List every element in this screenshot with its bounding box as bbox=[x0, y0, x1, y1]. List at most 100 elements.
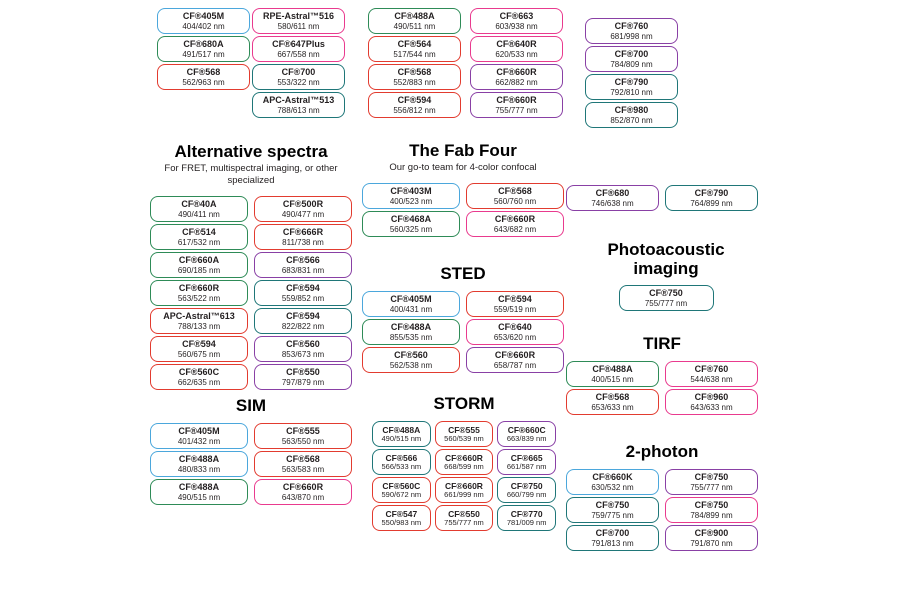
dye-name: CF®568 bbox=[498, 185, 532, 196]
dye-name: CF®568 bbox=[595, 391, 630, 402]
dye-excitation-emission: 791/870 nm bbox=[690, 538, 733, 548]
dye-name: CF®560 bbox=[286, 338, 320, 349]
dye-name: CF®560C bbox=[178, 366, 220, 377]
dye-name: CF®488A bbox=[592, 363, 633, 374]
dye-name: CF®660A bbox=[178, 254, 220, 265]
dye-name: CF®500R bbox=[282, 198, 324, 209]
dye-excitation-emission: 746/638 nm bbox=[591, 198, 634, 208]
dye-name: CF®647Plus bbox=[272, 38, 325, 49]
dye-excitation-emission: 643/870 nm bbox=[281, 492, 325, 502]
dye-excitation-emission: 662/882 nm bbox=[495, 77, 538, 87]
dye-name: CF®550 bbox=[286, 366, 320, 377]
dye-excitation-emission: 400/523 nm bbox=[389, 196, 433, 206]
dye-name: CF®566 bbox=[385, 452, 418, 463]
dye-name: CF®660C bbox=[507, 424, 546, 435]
dye-excitation-emission: 797/879 nm bbox=[281, 377, 325, 387]
dye-excitation-emission: 566/533 nm bbox=[381, 461, 422, 471]
dye-name: CF®594 bbox=[182, 338, 216, 349]
dye-excitation-emission: 811/738 nm bbox=[282, 237, 324, 247]
dye-excitation-emission: 784/899 nm bbox=[690, 510, 733, 520]
dye-excitation-emission: 559/852 nm bbox=[281, 293, 325, 303]
dye-name: CF®405M bbox=[182, 10, 225, 21]
dye-name: CF®660R bbox=[494, 349, 536, 360]
dye-excitation-emission: 490/477 nm bbox=[281, 209, 325, 219]
section-fab-four: The Fab Four Our go-to team for 4-color … bbox=[362, 141, 564, 237]
dye-name: CF®568 bbox=[397, 66, 432, 77]
dye-name: CF®568 bbox=[186, 66, 221, 77]
dye-excitation-emission: 755/777 nm bbox=[444, 517, 484, 527]
dye-name: CF®568 bbox=[286, 453, 320, 464]
dye-name: CF®566 bbox=[286, 254, 320, 265]
dye-name: CF®750 bbox=[510, 480, 543, 491]
dye-excitation-emission: 653/633 nm bbox=[591, 402, 634, 412]
dye-excitation-emission: 544/638 nm bbox=[690, 374, 733, 384]
dye-excitation-emission: 560/325 nm bbox=[389, 224, 433, 234]
dye-name: CF®488A bbox=[390, 321, 432, 332]
dye-name: CF®594 bbox=[286, 310, 320, 321]
section-title-photoacoustic-imaging: Photoacoustic imaging bbox=[607, 240, 725, 278]
dye-name: CF®700 bbox=[281, 66, 316, 77]
dye-name: CF®760 bbox=[614, 20, 649, 31]
section-title-tirf: TIRF bbox=[643, 334, 681, 353]
dye-name: CF®514 bbox=[182, 226, 216, 237]
dye-name: CF®547 bbox=[385, 508, 418, 519]
dye-excitation-emission: 400/431 nm bbox=[389, 304, 433, 314]
dye-excitation-emission: 553/322 nm bbox=[277, 77, 320, 87]
dye-excitation-emission: 643/682 nm bbox=[493, 224, 537, 234]
section-title-storm: STORM bbox=[433, 394, 495, 413]
dye-excitation-emission: 667/558 nm bbox=[277, 49, 320, 59]
section-title-fab-four: The Fab Four bbox=[409, 141, 517, 160]
dye-name: CF®980 bbox=[614, 104, 649, 115]
dye-excitation-emission: 620/533 nm bbox=[495, 49, 538, 59]
dye-name: CF®770 bbox=[510, 508, 543, 519]
dye-name: CF®403M bbox=[390, 185, 432, 196]
dye-name: CF®665 bbox=[510, 452, 543, 463]
dye-name: CF®560C bbox=[382, 480, 421, 491]
dye-excitation-emission: 563/550 nm bbox=[281, 436, 325, 446]
dye-excitation-emission: 550/983 nm bbox=[381, 517, 422, 527]
